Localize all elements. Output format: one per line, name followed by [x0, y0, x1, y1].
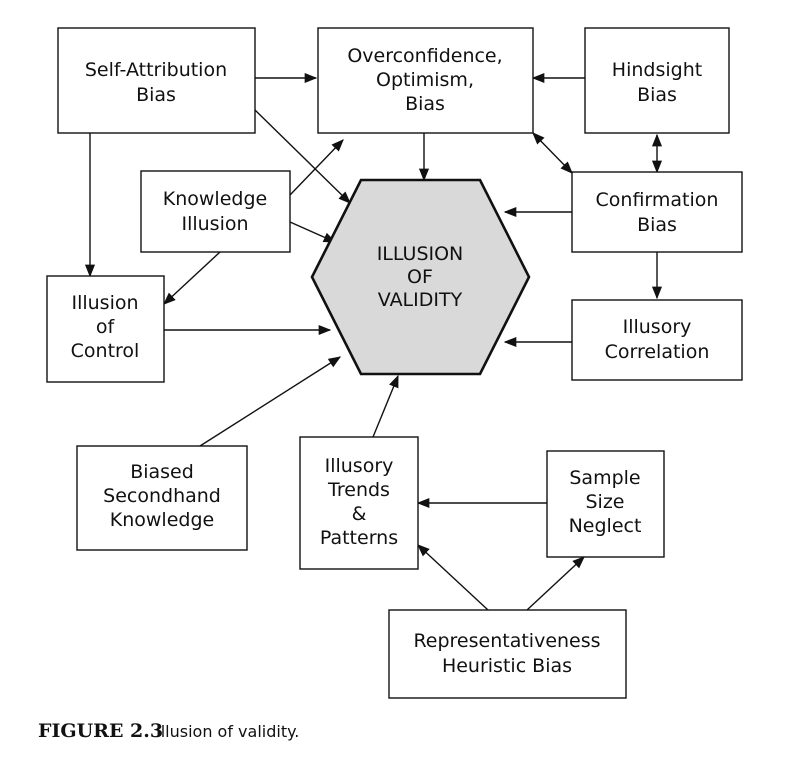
- node-label-line: Control: [71, 340, 140, 362]
- edge-knowledge-illusion-to-illusion-control: [163, 251, 221, 305]
- node-self-attribution-bias: Self-Attribution Bias: [57, 27, 256, 134]
- node-label-line: Optimism,: [376, 69, 474, 91]
- edge-knowledge-illusion-to-center: [289, 221, 337, 243]
- center-node-illusion-of-validity: ILLUSION OF VALIDITY: [310, 178, 531, 376]
- node-label-line: Self-Attribution: [85, 59, 227, 81]
- node-box: [571, 171, 743, 253]
- node-box: [388, 609, 627, 699]
- node-box: [546, 450, 665, 558]
- node-label-line: Illusion: [71, 292, 138, 314]
- node-box: [571, 299, 743, 381]
- figure-caption-text: Illusion of validity.: [156, 722, 299, 741]
- node-label-line: Hindsight: [612, 59, 702, 81]
- edge-knowledge-illusion-to-overconfidence: [289, 139, 344, 196]
- node-label-line: Bias: [637, 214, 677, 236]
- node-confirmation-bias: Confirmation Bias: [571, 171, 743, 253]
- node-label-line: Correlation: [605, 341, 710, 363]
- node-box: [46, 275, 165, 383]
- node-illusion-of-control: Illusion of Control: [46, 275, 165, 383]
- node-hindsight-bias: Hindsight Bias: [584, 27, 730, 134]
- edge-representativeness-to-sample-size: [526, 556, 585, 611]
- node-sample-size-neglect: Sample Size Neglect: [546, 450, 665, 558]
- edge-biased-secondhand-to-center: [199, 356, 342, 447]
- edge-representativeness-to-illusory-trends: [417, 544, 489, 611]
- node-label-line: &: [352, 503, 367, 525]
- edge-overconfidence-confirmation: [532, 132, 573, 174]
- node-label-line: Bias: [405, 93, 445, 115]
- node-label-line: Representativeness: [413, 630, 600, 652]
- center-label-line-2: OF: [407, 266, 433, 288]
- node-overconfidence-optimism-bias: Overconfidence, Optimism, Bias: [317, 27, 534, 134]
- center-label-line-3: VALIDITY: [378, 289, 463, 311]
- node-label-line: Heuristic Bias: [442, 655, 572, 677]
- node-illusory-trends-patterns: Illusory Trends & Patterns: [299, 436, 419, 570]
- node-label-line: Bias: [637, 84, 677, 106]
- node-label-line: Illusory: [623, 316, 692, 338]
- node-box: [140, 170, 291, 253]
- node-illusory-correlation: Illusory Correlation: [571, 299, 743, 381]
- edge-self-attribution-to-center: [254, 109, 351, 204]
- node-representativeness-heuristic-bias: Representativeness Heuristic Bias: [388, 609, 627, 699]
- node-label-line: Trends: [327, 479, 390, 501]
- node-label-line: Neglect: [569, 515, 642, 537]
- node-label-line: Knowledge: [110, 509, 214, 531]
- node-box: [57, 27, 256, 134]
- node-label-line: Patterns: [320, 527, 398, 549]
- node-biased-secondhand-knowledge: Biased Secondhand Knowledge: [76, 445, 248, 551]
- node-label-line: Illusion: [181, 213, 248, 235]
- node-label-line: Sample: [569, 467, 640, 489]
- node-label-line: of: [96, 316, 116, 338]
- node-box: [584, 27, 730, 134]
- node-label-line: Overconfidence,: [347, 45, 502, 67]
- node-label-line: Bias: [136, 84, 176, 106]
- edges-layer: [84, 72, 663, 611]
- node-label-line: Illusory: [325, 455, 394, 477]
- edge-illusory-trends-to-center: [372, 374, 399, 438]
- node-label-line: Knowledge: [163, 188, 267, 210]
- node-label-line: Size: [585, 491, 624, 513]
- center-hexagon: [310, 178, 531, 376]
- node-label-line: Biased: [130, 461, 194, 483]
- node-box: [76, 445, 248, 551]
- figure-label: FIGURE 2.3: [38, 720, 163, 742]
- node-label-line: Secondhand: [103, 485, 221, 507]
- node-box: [317, 27, 534, 134]
- center-label-line-1: ILLUSION: [377, 243, 464, 265]
- node-knowledge-illusion: Knowledge Illusion: [140, 170, 291, 253]
- node-label-line: Confirmation: [596, 189, 719, 211]
- node-box: [299, 436, 419, 570]
- figure-caption: FIGURE 2.3 Illusion of validity.: [38, 720, 299, 742]
